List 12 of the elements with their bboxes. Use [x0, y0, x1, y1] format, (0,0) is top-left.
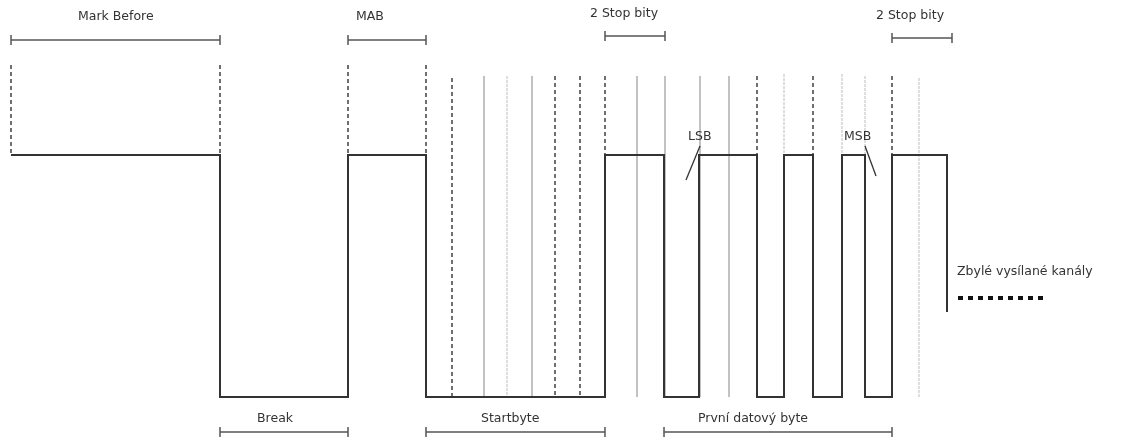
timing-label: Break	[257, 410, 294, 426]
timing-label: Startbyte	[481, 410, 540, 426]
timing-label: 2 Stop bity	[876, 7, 945, 23]
timing-label: První datový byte	[698, 410, 809, 426]
timing-label: MAB	[356, 8, 384, 24]
leader-line	[685, 145, 701, 181]
bit-label: MSB	[844, 128, 872, 144]
timing-label: Mark Before	[78, 8, 154, 24]
leader-line	[864, 145, 877, 177]
timing-label: 2 Stop bity	[590, 5, 659, 21]
timing-label: Zbylé vysílané kanály	[957, 263, 1093, 279]
bit-label: LSB	[688, 128, 712, 144]
